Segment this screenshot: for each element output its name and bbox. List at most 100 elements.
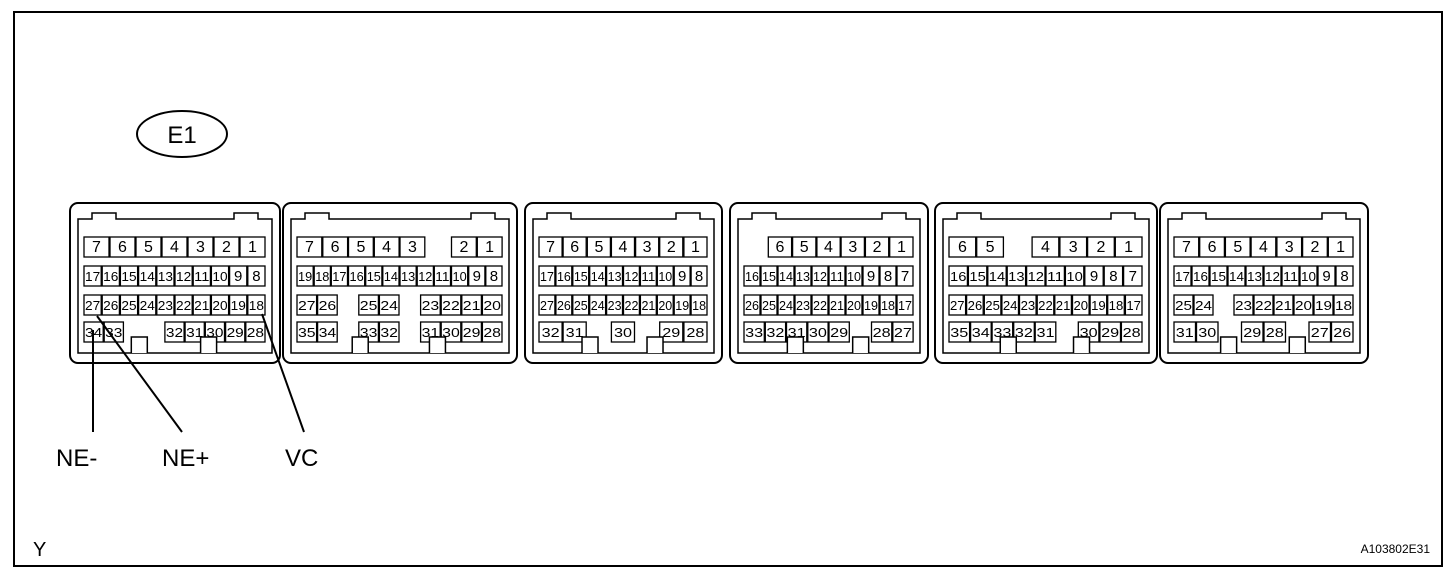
pin-number: 29 <box>1101 325 1119 340</box>
pin-number: 1 <box>1336 239 1345 256</box>
pin-number: 3 <box>848 239 857 256</box>
pin-cell <box>1025 265 1046 287</box>
pin-number: 15 <box>121 269 136 284</box>
pin-cell <box>743 321 765 343</box>
pin-number: 23 <box>1021 298 1036 313</box>
pin-number: 35 <box>298 325 316 340</box>
pin-cell <box>1250 236 1277 258</box>
pin-number: 8 <box>884 268 892 285</box>
pin-number: 34 <box>319 325 337 340</box>
pin-number: 14 <box>384 269 398 284</box>
pin-cell <box>461 294 483 316</box>
connector-housing <box>524 202 723 364</box>
pin-cell <box>378 294 400 316</box>
pin-cell <box>538 294 556 316</box>
pin-number: 3 <box>643 239 652 256</box>
pin-cell <box>1114 236 1143 258</box>
pin-number: 7 <box>305 239 314 256</box>
pin-cell <box>760 294 778 316</box>
pin-cell <box>119 265 139 287</box>
pin-cell <box>811 265 829 287</box>
pin-number: 16 <box>350 269 364 284</box>
key-notch <box>851 336 870 353</box>
pin-cell <box>461 321 483 343</box>
pin-cell <box>610 236 636 258</box>
pin-number: 5 <box>1233 239 1242 256</box>
key-notch <box>428 336 447 353</box>
pin-cell <box>481 321 503 343</box>
pin-cell <box>828 294 846 316</box>
pin-cell <box>210 265 230 287</box>
pin-number: 19 <box>1315 298 1332 313</box>
pin-number: 24 <box>779 298 793 313</box>
pin-cell <box>845 294 863 316</box>
pin-number: 29 <box>662 325 680 340</box>
pin-cell <box>1173 265 1192 287</box>
pin-number: 33 <box>745 325 763 340</box>
pin-number: 13 <box>608 269 622 284</box>
pin-number: 14 <box>779 269 793 284</box>
pin-number: 29 <box>227 325 244 340</box>
pin-number: 3 <box>408 239 417 256</box>
pin-number: 19 <box>231 298 246 313</box>
key-notch <box>1288 336 1307 353</box>
pin-number: 16 <box>103 269 118 284</box>
pin-cell <box>1301 236 1328 258</box>
pin-cell <box>119 294 139 316</box>
pin-number: 26 <box>968 298 983 313</box>
pin-cell <box>1045 265 1066 287</box>
pin-number: 10 <box>847 269 861 284</box>
pin-cell <box>870 321 893 343</box>
pin-cell <box>683 321 708 343</box>
pin-number: 17 <box>332 269 346 284</box>
pin-number: 9 <box>678 268 686 285</box>
pin-cell <box>634 236 660 258</box>
pin-number: 17 <box>85 269 100 284</box>
pin-cell <box>1209 265 1228 287</box>
pin-cell <box>948 265 969 287</box>
pin-number: 26 <box>745 298 759 313</box>
pin-cell <box>659 321 684 343</box>
pin-cell <box>476 236 503 258</box>
pin-cell <box>192 294 212 316</box>
pin-number: 9 <box>1090 268 1098 285</box>
pin-cell <box>247 294 266 316</box>
pin-cell <box>1245 265 1264 287</box>
pin-cell <box>1227 265 1246 287</box>
pin-cell <box>760 265 778 287</box>
pin-number: 7 <box>92 239 101 256</box>
pin-cell <box>794 294 812 316</box>
pin-cell <box>1273 294 1294 316</box>
pin-number: 17 <box>898 298 912 313</box>
pin-cell <box>1173 236 1200 258</box>
pin-cell <box>862 294 880 316</box>
pin-number: 9 <box>473 268 481 285</box>
pin-cell <box>184 321 205 343</box>
pin-cell <box>1054 294 1073 316</box>
pin-number: 30 <box>442 325 460 340</box>
pin-number: 22 <box>813 298 827 313</box>
pin-number: 24 <box>1003 298 1018 313</box>
pin-cell <box>879 265 897 287</box>
pin-number: 28 <box>1266 325 1284 340</box>
pin-number: 7 <box>1129 268 1137 285</box>
key-notch <box>999 336 1018 353</box>
pin-cell <box>896 265 914 287</box>
key-notch <box>199 336 218 353</box>
pin-number: 23 <box>158 298 173 313</box>
pin-number: 26 <box>103 298 118 313</box>
pin-number: 2 <box>667 239 676 256</box>
pin-number: 7 <box>1182 239 1191 256</box>
pin-number: 20 <box>658 298 672 313</box>
pin-number: 15 <box>367 269 381 284</box>
pin-number: 19 <box>864 298 878 313</box>
leader-line-ne-plus <box>96 315 183 433</box>
pin-number: 12 <box>176 269 191 284</box>
connector-inner-housing <box>77 212 273 354</box>
pin-cell <box>589 294 607 316</box>
pin-cell <box>1124 294 1143 316</box>
pin-number: 24 <box>1195 298 1212 313</box>
pin-number: 8 <box>1340 268 1348 285</box>
